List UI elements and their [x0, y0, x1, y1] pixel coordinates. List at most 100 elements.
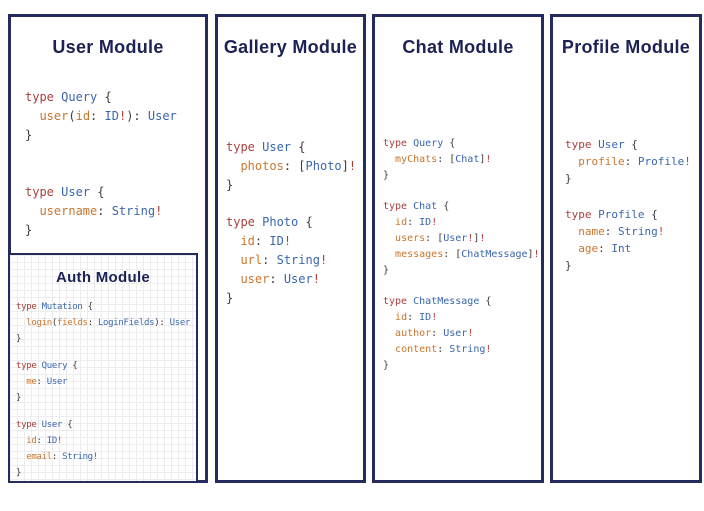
code-token: ! [431, 312, 438, 323]
code-token: profile [578, 155, 625, 168]
code-token: String [618, 225, 658, 238]
code-token: ] [473, 233, 480, 244]
code-token: ! [57, 436, 63, 446]
code-token [226, 159, 240, 173]
code-token: ): [154, 318, 170, 328]
code-token [16, 318, 26, 328]
code-line: type User { [565, 136, 699, 153]
profile-module-code: type User { profile: Profile!} type Profi… [553, 136, 699, 274]
code-token: { [298, 140, 306, 154]
code-token [226, 253, 240, 267]
code-block: type ChatMessage { id: ID! author: User!… [383, 294, 541, 374]
code-token: User [169, 318, 191, 328]
code-token: : [407, 217, 420, 228]
code-token: ID [46, 436, 58, 446]
code-token: { [485, 296, 492, 307]
code-token: } [565, 172, 572, 185]
code-token: ( [51, 318, 57, 328]
code-token: } [383, 265, 390, 276]
code-token [565, 155, 578, 168]
code-token: url [240, 253, 263, 267]
code-token: ! [684, 155, 691, 168]
code-line: } [565, 257, 699, 274]
code-token: : [36, 377, 47, 387]
code-token: ChatMessage [413, 296, 486, 307]
code-token [25, 204, 39, 218]
code-token: ! [92, 452, 98, 462]
code-token: ! [283, 234, 292, 248]
code-token: User [262, 140, 299, 154]
code-line: name: String! [565, 223, 699, 240]
code-token [383, 154, 395, 165]
code-token: { [651, 208, 658, 221]
code-line: type Query { [16, 358, 196, 374]
code-block: type Chat { id: ID! users: [User!]! mess… [383, 199, 541, 279]
code-token: User [41, 420, 68, 430]
code-line: users: [User!]! [383, 231, 541, 247]
code-token: type [383, 296, 414, 307]
code-token [226, 272, 240, 286]
code-token: { [305, 215, 313, 229]
code-token: } [565, 259, 572, 272]
code-line: type User { [16, 417, 196, 433]
code-token: } [16, 393, 22, 403]
code-line: } [25, 126, 205, 145]
code-token: ( [68, 109, 76, 123]
code-line: } [383, 168, 541, 184]
code-token: content [395, 344, 438, 355]
code-token [383, 312, 395, 323]
code-line: id: ID! [16, 433, 196, 449]
code-token: { [67, 420, 73, 430]
code-token: ChatMessage [461, 249, 528, 260]
code-token: type [226, 140, 263, 154]
code-token [16, 436, 26, 446]
code-token: ! [657, 225, 665, 238]
code-token: login [26, 318, 52, 328]
code-token: me [26, 377, 37, 387]
code-line: id: ID! [383, 310, 541, 326]
code-token: ! [155, 204, 163, 218]
code-token: fields [56, 318, 88, 328]
code-token: Profile [637, 155, 685, 168]
code-line: type Query { [383, 136, 541, 152]
code-token: photos [240, 159, 284, 173]
code-token: : [ [437, 154, 456, 165]
code-token: } [16, 334, 22, 344]
code-token: ! [118, 109, 127, 123]
code-token: Photo [305, 159, 342, 173]
code-line: } [226, 289, 363, 308]
code-token: type [16, 420, 42, 430]
code-line: type User { [25, 183, 205, 202]
panel-auth-module: Auth Module type Mutation { login(fields… [8, 253, 198, 483]
code-token: Int [611, 242, 632, 255]
code-block: type User { id: ID! email: String!} [16, 417, 196, 481]
panel-chat-module: Chat Module type Query { myChats: [Chat]… [372, 14, 544, 483]
code-token [383, 328, 395, 339]
code-line: content: String! [383, 342, 541, 358]
code-token: : [269, 272, 284, 286]
code-token: id [395, 312, 408, 323]
code-token [16, 452, 26, 462]
code-token: Query [413, 138, 450, 149]
code-token: : [90, 109, 105, 123]
code-token [383, 344, 395, 355]
code-block: type User { profile: Profile!} [565, 136, 699, 187]
code-line: type Query { [25, 88, 205, 107]
code-token: String [111, 204, 156, 218]
code-token: age [578, 242, 599, 255]
chat-module-title: Chat Module [402, 37, 514, 57]
code-line: } [16, 390, 196, 406]
code-token: type [565, 208, 599, 221]
code-token: : [254, 234, 270, 248]
code-token [25, 109, 39, 123]
code-token: ] [341, 159, 349, 173]
code-token: ! [312, 272, 320, 286]
code-token [16, 377, 26, 387]
code-token: : [51, 452, 63, 462]
code-token: : [262, 253, 277, 267]
code-token: ID [419, 312, 432, 323]
code-line: me: User [16, 374, 196, 390]
code-token: type [16, 302, 42, 312]
code-line: login(fields: LoginFields): User [16, 315, 196, 331]
